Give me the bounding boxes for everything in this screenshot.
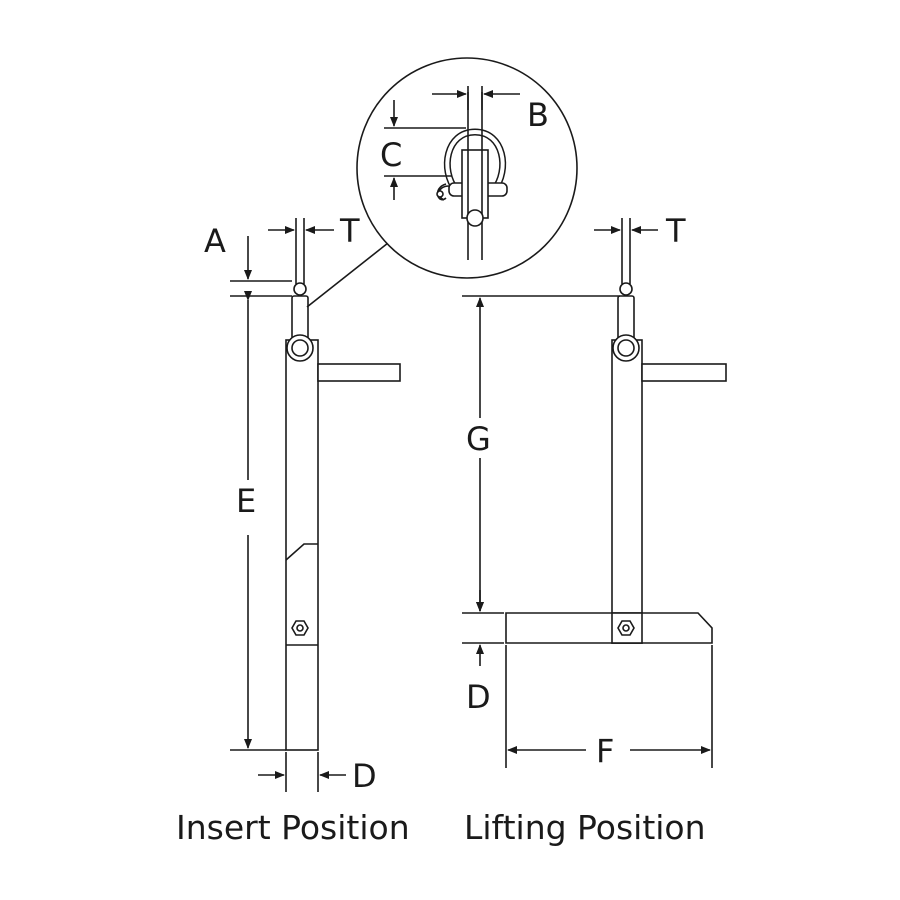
- insert-position-clamp: [285, 218, 401, 751]
- insert-jaw: [285, 543, 318, 646]
- caption-insert-position: Insert Position: [176, 808, 410, 847]
- lift-jaw: [505, 612, 713, 644]
- lift-handle: [641, 363, 727, 382]
- dim-label-e: E: [236, 482, 256, 520]
- dim-label-t-lift: T: [665, 212, 686, 250]
- dim-label-a: A: [204, 222, 226, 260]
- lifting-position-clamp: [505, 218, 727, 644]
- dim-label-t-insert: T: [339, 212, 360, 250]
- dim-label-g: G: [466, 420, 491, 458]
- insert-shackle-pin: [293, 282, 307, 296]
- dim-label-f: F: [596, 732, 614, 770]
- dim-label-c: C: [380, 136, 402, 174]
- dim-label-d-insert: D: [352, 757, 377, 795]
- lift-shackle-pin: [619, 282, 633, 296]
- lift-body: [611, 339, 643, 644]
- dim-label-b: B: [527, 96, 549, 134]
- dim-label-d-lift: D: [466, 678, 491, 716]
- shackle-detail-view: [356, 57, 578, 279]
- dimension-lines: [230, 86, 713, 792]
- insert-handle: [317, 363, 401, 382]
- caption-lifting-position: Lifting Position: [464, 808, 706, 847]
